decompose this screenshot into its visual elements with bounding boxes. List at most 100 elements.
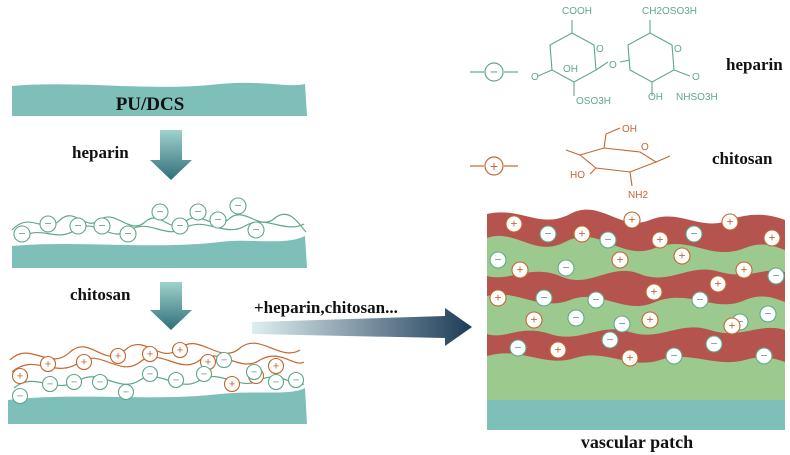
down-arrow-heparin <box>150 130 192 180</box>
svg-text:−: − <box>764 307 771 321</box>
minus-charge-icon: − <box>759 305 777 323</box>
bilayer-charges-step2: ++++++++++−−−−−−−−−−−− <box>11 341 305 405</box>
plus-charge-icon: + <box>709 275 727 293</box>
patch-charges: +−++−+−++−+−++++−+−−+−−−+−−++−+−+−−− <box>489 211 785 367</box>
svg-text:−: − <box>124 227 131 241</box>
chitosan-legend: + <box>470 156 518 176</box>
plus-charge-icon: + <box>171 341 189 359</box>
svg-text:COOH: COOH <box>562 6 592 17</box>
step-chitosan-label: chitosan <box>70 285 131 304</box>
layer-green-2 <box>487 294 785 337</box>
minus-charge-icon: − <box>69 217 87 235</box>
svg-text:+: + <box>628 213 635 227</box>
svg-text:O: O <box>692 72 700 83</box>
plus-charge-icon: + <box>721 213 739 231</box>
svg-text:−: − <box>572 311 579 325</box>
substrate-block <box>12 82 307 116</box>
plus-charge-icon: + <box>611 251 629 269</box>
minus-charge-icon: − <box>229 197 247 215</box>
svg-text:OH: OH <box>622 124 637 135</box>
svg-text:O: O <box>674 44 682 55</box>
minus-charge-icon: − <box>691 291 709 309</box>
svg-text:+: + <box>728 319 735 333</box>
svg-text:+: + <box>646 313 653 327</box>
minus-charge-icon: − <box>685 225 703 243</box>
minus-charge-icon: − <box>599 231 617 249</box>
svg-text:+: + <box>510 217 517 231</box>
svg-text:OSO3H: OSO3H <box>576 96 611 107</box>
svg-text:O: O <box>641 142 649 153</box>
svg-text:−: − <box>123 386 130 398</box>
svg-text:O: O <box>609 60 617 71</box>
minus-charge-icon: − <box>601 331 619 349</box>
step-heparin-label: heparin <box>72 143 129 162</box>
plus-charge-icon: + <box>109 347 127 365</box>
svg-text:+: + <box>229 378 236 390</box>
svg-text:NHSO3H: NHSO3H <box>676 92 718 103</box>
svg-text:OH: OH <box>648 92 663 103</box>
svg-text:−: − <box>606 333 613 347</box>
svg-text:+: + <box>494 291 501 305</box>
minus-charge-icon: − <box>13 225 31 243</box>
svg-text:−: − <box>690 227 697 241</box>
svg-text:−: − <box>490 64 498 80</box>
minus-charge-icon: − <box>767 267 785 285</box>
plus-charge-icon: + <box>735 261 753 279</box>
chitosan-legend-label: chitosan <box>712 149 773 168</box>
plus-charge-icon: + <box>645 283 663 301</box>
minus-charge-icon: − <box>11 387 29 405</box>
svg-text:+: + <box>616 253 623 267</box>
plus-charge-icon: + <box>511 261 529 279</box>
svg-text:−: − <box>772 269 779 283</box>
plus-charge-icon: + <box>621 349 639 367</box>
plus-charge-icon: + <box>267 357 285 375</box>
down-arrow-chitosan <box>150 282 192 330</box>
svg-text:+: + <box>45 358 52 370</box>
chitosan-structure-labels: OH HO NH2 O <box>570 124 649 201</box>
substrate-label: PU/DCS <box>116 94 185 115</box>
svg-text:HO: HO <box>570 170 585 181</box>
vascular-patch-label: vascular patch <box>581 432 693 452</box>
svg-text:+: + <box>147 348 154 360</box>
svg-text:+: + <box>740 263 747 277</box>
plus-charge-icon: + <box>723 317 741 335</box>
svg-text:−: − <box>17 390 24 402</box>
minus-charge-icon: − <box>539 225 557 243</box>
svg-text:−: − <box>273 376 280 388</box>
minus-charge-icon: − <box>189 203 207 221</box>
svg-text:−: − <box>71 376 78 388</box>
svg-text:−: − <box>760 349 767 363</box>
svg-text:−: − <box>234 199 241 213</box>
svg-text:−: − <box>252 223 259 237</box>
minus-charge-icon: − <box>245 363 263 381</box>
svg-text:−: − <box>618 317 625 331</box>
svg-text:−: − <box>201 368 208 380</box>
plus-charge-icon: + <box>39 355 57 373</box>
svg-text:+: + <box>650 285 657 299</box>
svg-text:−: − <box>251 366 258 378</box>
minus-charge-icon: − <box>557 259 575 277</box>
minus-charge-icon: − <box>65 373 83 391</box>
minus-charge-icon: − <box>39 215 57 233</box>
svg-text:+: + <box>554 343 561 357</box>
minus-charge-icon: − <box>119 225 137 243</box>
svg-text:+: + <box>17 370 24 382</box>
svg-text:−: − <box>44 217 51 231</box>
svg-text:−: − <box>494 253 501 267</box>
svg-text:−: − <box>736 315 743 329</box>
svg-text:−: − <box>147 368 154 380</box>
svg-text:−: − <box>221 354 228 366</box>
svg-text:+: + <box>516 263 523 277</box>
heparin-structure-labels: COOH CH2OSO3H OH OH OSO3H NHSO3H O O O O… <box>531 6 718 107</box>
svg-text:NH2: NH2 <box>628 190 648 201</box>
minus-charge-icon: − <box>755 347 773 365</box>
svg-text:−: − <box>194 205 201 219</box>
minus-charge-icon: − <box>535 289 553 307</box>
minus-charge-icon: − <box>267 373 285 391</box>
minus-charge-icon: − <box>489 251 507 269</box>
svg-text:O: O <box>596 44 604 55</box>
minus-charge-icon: − <box>167 371 185 389</box>
svg-text:−: − <box>173 374 180 386</box>
svg-text:−: − <box>514 341 521 355</box>
svg-text:−: − <box>696 293 703 307</box>
